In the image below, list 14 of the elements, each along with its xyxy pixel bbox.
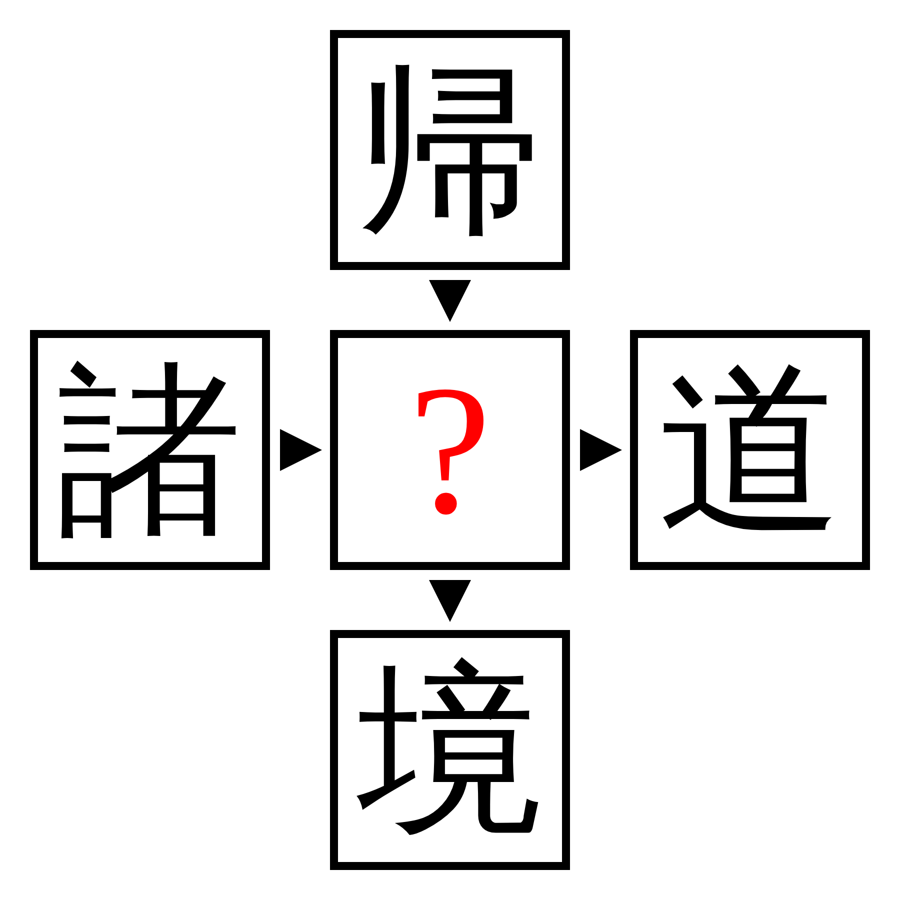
arrow [429, 280, 471, 322]
question-mark: ? [408, 358, 492, 542]
arrow [280, 429, 322, 471]
character-box [30, 330, 270, 570]
kanji-character: 諸 [58, 358, 242, 542]
kanji-character: 帰 [358, 58, 542, 242]
character-box [330, 30, 570, 270]
arrow [429, 580, 471, 622]
character-box [630, 330, 870, 570]
character-box [330, 630, 570, 870]
character-box [330, 330, 570, 570]
arrow [580, 429, 622, 471]
kanji-character: 道 [658, 358, 842, 542]
kanji-character: 境 [358, 658, 542, 842]
